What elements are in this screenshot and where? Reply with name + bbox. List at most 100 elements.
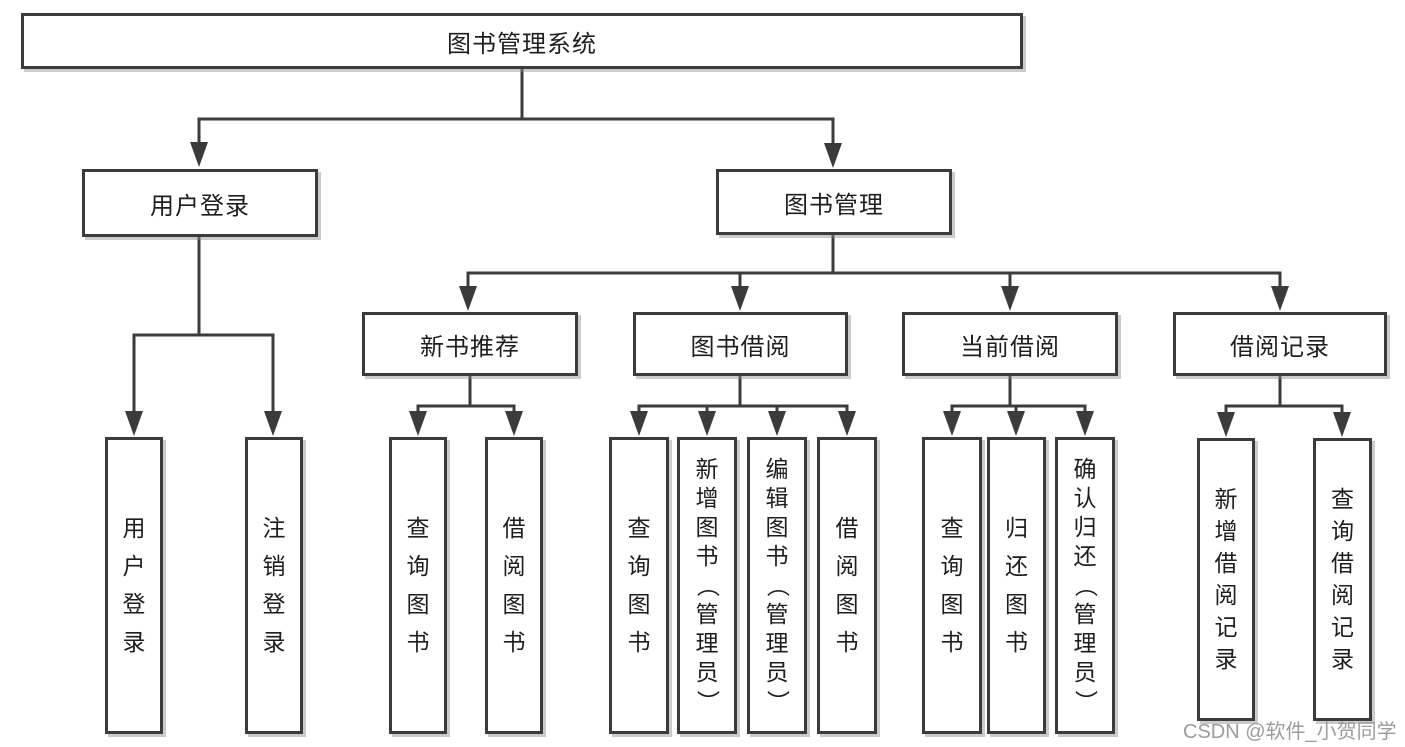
- vertical-label-char: 图: [695, 514, 719, 540]
- vertical-label-char: 阅: [1331, 582, 1354, 608]
- vertical-label-char: 书: [502, 629, 526, 655]
- vertical-label-char: ）: [694, 690, 721, 713]
- vertical-label-char: 图: [502, 591, 526, 617]
- node-current-borrow-label: 当前借阅: [960, 333, 1060, 361]
- arrowhead-icon: [824, 143, 842, 168]
- vertical-label-char: ）: [764, 690, 791, 713]
- vertical-label-char: 增: [1214, 518, 1238, 544]
- csdn-watermark: CSDN @软件_小贺同学: [1183, 721, 1397, 743]
- vertical-label-char: 书: [1005, 629, 1028, 655]
- arrowhead-icon: [731, 286, 749, 311]
- vertical-label-char: 录: [122, 629, 146, 655]
- vertical-label-char: 书: [765, 543, 789, 569]
- leaf-query-borrow-record-label: 查询借阅记录: [1331, 484, 1354, 676]
- vertical-label-char: 书: [627, 629, 651, 655]
- vertical-label-char: 录: [1214, 646, 1238, 672]
- leaf-logout: 注销登录: [245, 437, 303, 734]
- vertical-label-char: 录: [262, 629, 286, 655]
- node-user-login: 用户登录: [82, 169, 318, 237]
- vertical-label-char: 询: [406, 553, 430, 579]
- arrowhead-icon: [698, 411, 716, 436]
- vertical-label-char: 增: [695, 485, 719, 511]
- leaf-query-books-borrow-label: 查询图书: [628, 510, 651, 662]
- vertical-label-char: 查: [1331, 486, 1354, 512]
- arrowhead-icon: [459, 286, 477, 311]
- arrowhead-icon: [1271, 286, 1289, 311]
- node-current-borrow: 当前借阅: [902, 312, 1118, 376]
- leaf-query-books-current-label: 查询图书: [941, 510, 964, 662]
- arrowhead-icon: [1001, 286, 1019, 311]
- arrowhead-icon: [943, 411, 961, 436]
- vertical-label-char: 阅: [502, 553, 526, 579]
- vertical-label-char: 记: [1214, 614, 1238, 640]
- leaf-borrow-books-label: 借阅图书: [836, 510, 859, 662]
- arrowhead-icon: [768, 411, 786, 436]
- vertical-label-char: 查: [940, 515, 964, 541]
- leaf-confirm-return-admin-label: 确认归还（管理员）: [1072, 455, 1099, 716]
- leaf-query-books-recommend: 查询图书: [389, 437, 447, 734]
- vertical-label-char: 图: [406, 591, 430, 617]
- arrowhead-icon: [409, 411, 427, 436]
- arrowhead-icon: [1007, 411, 1025, 436]
- leaf-edit-book-admin-label: 编辑图书（管理员）: [764, 455, 791, 716]
- vertical-label-char: 注: [262, 515, 286, 541]
- vertical-label-char: 图: [940, 591, 964, 617]
- node-book-borrow: 图书借阅: [633, 312, 848, 376]
- leaf-return-book-label: 归还图书: [1005, 510, 1028, 662]
- node-root: 图书管理系统: [21, 13, 1023, 69]
- arrowhead-icon: [630, 411, 648, 436]
- leaf-borrow-books: 借阅图书: [817, 437, 877, 734]
- node-book-management-label: 图书管理: [784, 191, 884, 219]
- vertical-label-char: 询: [940, 553, 964, 579]
- node-borrow-records: 借阅记录: [1173, 312, 1387, 376]
- leaf-borrow-books-recommend: 借阅图书: [485, 437, 543, 734]
- vertical-label-char: 录: [1331, 646, 1354, 672]
- leaf-user-login-label: 用户登录: [123, 510, 146, 662]
- vertical-label-char: 询: [1331, 518, 1354, 544]
- vertical-label-char: 管: [1073, 601, 1097, 627]
- vertical-label-char: 阅: [835, 553, 859, 579]
- leaf-edit-book-admin: 编辑图书（管理员）: [747, 437, 807, 734]
- leaf-add-book-admin-label: 新增图书（管理员）: [694, 455, 721, 716]
- vertical-label-char: 还: [1073, 543, 1097, 569]
- vertical-label-char: 销: [262, 553, 286, 579]
- vertical-label-char: ）: [1072, 690, 1099, 713]
- leaf-borrow-books-recommend-label: 借阅图书: [503, 510, 526, 662]
- arrowhead-icon: [505, 411, 523, 436]
- node-new-book-recommend-label: 新书推荐: [420, 333, 520, 361]
- vertical-label-char: 确: [1073, 456, 1097, 482]
- leaf-add-borrow-record-label: 新增借阅记录: [1215, 484, 1238, 676]
- vertical-label-char: 书: [695, 543, 719, 569]
- leaf-query-books-recommend-label: 查询图书: [407, 510, 430, 662]
- vertical-label-char: （: [1072, 574, 1099, 597]
- vertical-label-char: 员: [765, 659, 789, 685]
- vertical-label-char: 图: [835, 591, 859, 617]
- arrowhead-icon: [125, 411, 143, 436]
- node-user-login-label: 用户登录: [150, 192, 250, 220]
- vertical-label-char: 理: [765, 630, 789, 656]
- vertical-label-char: 登: [122, 591, 146, 617]
- node-new-book-recommend: 新书推荐: [362, 312, 578, 376]
- vertical-label-char: 归: [1073, 514, 1097, 540]
- vertical-label-char: （: [694, 574, 721, 597]
- leaf-query-books-current: 查询图书: [922, 437, 982, 734]
- arrowhead-icon: [190, 142, 208, 167]
- vertical-label-char: （: [764, 574, 791, 597]
- vertical-label-char: 新: [695, 456, 719, 482]
- leaf-add-book-admin: 新增图书（管理员）: [677, 437, 737, 734]
- vertical-label-char: 书: [406, 629, 430, 655]
- vertical-label-char: 新: [1214, 486, 1238, 512]
- vertical-label-char: 借: [502, 515, 526, 541]
- leaf-confirm-return-admin: 确认归还（管理员）: [1055, 437, 1115, 734]
- leaf-query-borrow-record: 查询借阅记录: [1313, 438, 1372, 721]
- vertical-label-char: 用: [122, 515, 146, 541]
- leaf-query-books-borrow: 查询图书: [609, 437, 669, 734]
- vertical-label-char: 管: [695, 601, 719, 627]
- vertical-label-char: 图: [627, 591, 651, 617]
- vertical-label-char: 还: [1005, 553, 1028, 579]
- leaf-logout-label: 注销登录: [263, 510, 286, 662]
- vertical-label-char: 归: [1005, 515, 1028, 541]
- vertical-label-char: 查: [406, 515, 430, 541]
- arrowhead-icon: [264, 411, 282, 436]
